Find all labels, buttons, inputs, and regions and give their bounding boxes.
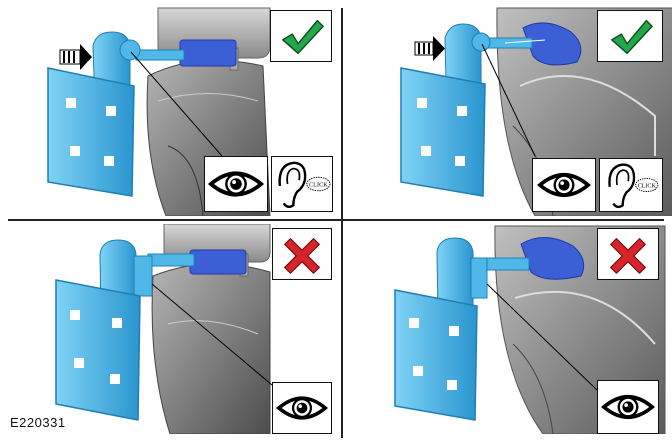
ear-click-icon: CLICK	[599, 158, 663, 212]
push-arrow-icon	[414, 36, 445, 61]
eye-icon	[532, 158, 596, 212]
horizontal-divider	[8, 219, 664, 221]
cross-icon	[272, 228, 332, 280]
click-label: CLICK	[309, 181, 328, 188]
panel-bottom-right	[345, 224, 672, 434]
vertical-divider	[341, 8, 343, 438]
cross-icon	[597, 228, 659, 280]
eye-icon	[597, 380, 659, 434]
check-icon	[270, 10, 332, 62]
eye-icon	[204, 156, 268, 212]
panel-top-right: CLICK	[345, 6, 672, 216]
panel-top-left: CLICK	[8, 6, 338, 216]
eye-icon	[272, 382, 332, 434]
check-icon	[597, 10, 663, 62]
ear-click-icon: CLICK	[271, 156, 333, 212]
bracket-scene-illustration	[55, 224, 279, 434]
figure-id-label: E220331	[10, 415, 66, 430]
click-label: CLICK	[638, 183, 657, 189]
push-arrow-icon	[59, 44, 92, 70]
panel-bottom-left	[8, 224, 338, 434]
